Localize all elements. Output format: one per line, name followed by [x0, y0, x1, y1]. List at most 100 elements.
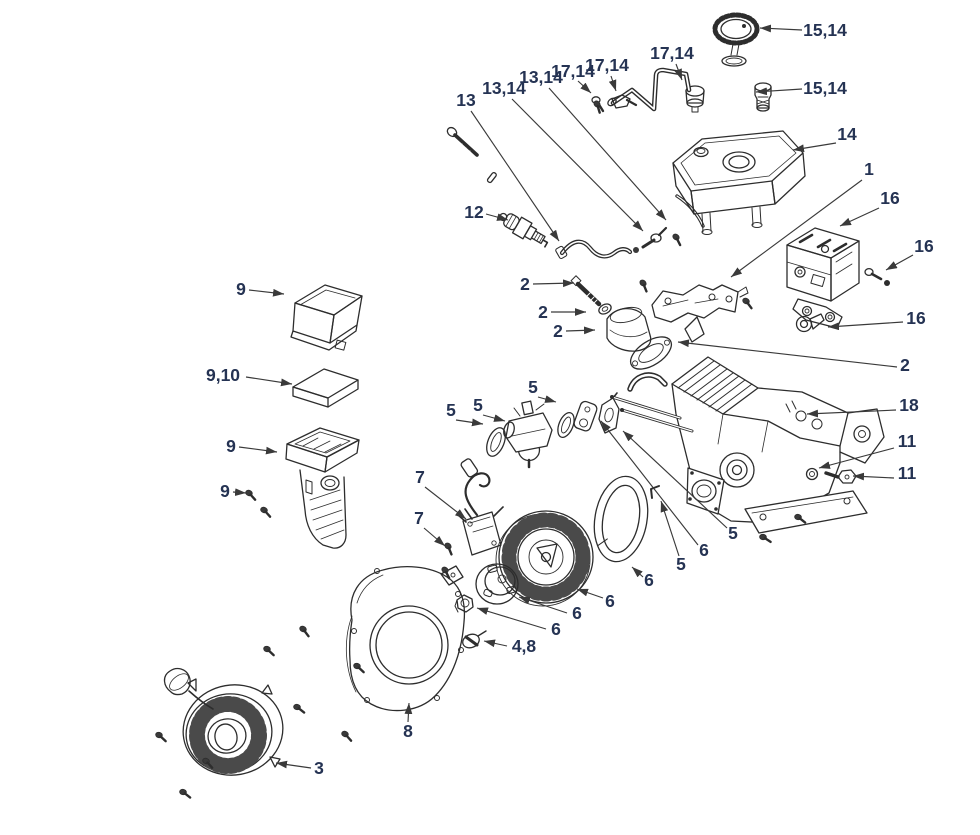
part-number-label: 2 — [538, 302, 548, 322]
fuel-pipe — [607, 67, 705, 228]
line-art-layer — [153, 12, 890, 799]
part-number-label: 6 — [551, 619, 561, 639]
callout-2: 2 — [677, 339, 910, 375]
governor-pin — [650, 485, 660, 499]
part-number-label: 5 — [473, 395, 483, 415]
callout-2: 2 — [538, 302, 586, 322]
leader-line — [852, 472, 895, 481]
hose-clamp — [633, 247, 639, 253]
leader-line — [404, 702, 413, 723]
part-number-label: 2 — [553, 321, 563, 341]
screw — [243, 488, 259, 501]
leader-line — [885, 254, 914, 271]
screw — [153, 730, 169, 743]
carburetor-spacer — [573, 400, 598, 432]
part-number-label: 4,8 — [512, 636, 537, 656]
callout-13-14: 13,14 — [482, 78, 644, 232]
pin — [486, 171, 497, 184]
callout-15-14: 15,14 — [759, 20, 847, 40]
callout-14: 14 — [792, 124, 857, 153]
part-number-label: 16 — [906, 308, 926, 328]
part-number-label: 11 — [898, 431, 917, 451]
starter-handle — [163, 667, 191, 696]
leader-line — [792, 142, 837, 153]
terminal-eyelet — [795, 313, 825, 333]
callout-11: 11 — [852, 463, 917, 483]
callout-5: 5 — [446, 400, 484, 427]
callout-6: 6 — [476, 607, 561, 639]
callout-6: 6 — [576, 588, 615, 611]
part-number-label: 7 — [414, 508, 424, 528]
fuel-filter — [754, 82, 772, 112]
callout-9: 9 — [226, 436, 278, 456]
callout-13: 13 — [456, 90, 560, 242]
housing-clip — [462, 630, 487, 649]
callout-2: 2 — [553, 321, 596, 341]
screw — [758, 532, 773, 544]
leader-line — [755, 87, 803, 96]
callout-2: 2 — [520, 274, 575, 294]
leader-line — [827, 321, 904, 331]
callouts-layer: 15,1417,1415,1414116161621313,1413,1417,… — [206, 20, 934, 778]
leader-line — [674, 63, 683, 81]
fuel-hose — [555, 226, 668, 260]
callout-16: 16 — [839, 188, 900, 227]
air-cleaner-cover — [290, 284, 363, 351]
leader-line — [660, 500, 680, 557]
screw — [441, 540, 458, 556]
callout-17-14: 17,14 — [650, 43, 694, 81]
part-number-label: 5 — [676, 554, 686, 574]
part-number-label: 16 — [880, 188, 900, 208]
callout-9-10: 9,10 — [206, 365, 293, 387]
leader-line — [565, 326, 596, 335]
leader-line — [839, 207, 880, 227]
screw — [258, 505, 274, 518]
part-number-label: 15,14 — [803, 78, 847, 98]
leader-line — [455, 418, 484, 427]
screw — [739, 295, 756, 310]
part-number-label: 17,14 — [650, 43, 694, 63]
part-number-label: 6 — [699, 540, 709, 560]
carburetor-gasket-2 — [557, 412, 575, 438]
callout-7: 7 — [415, 467, 467, 520]
leader-line — [548, 87, 667, 221]
screw — [291, 702, 307, 714]
callout-17-14: 17,14 — [551, 61, 595, 94]
part-number-label: 12 — [464, 202, 484, 222]
ignition-coil — [456, 458, 504, 556]
screw — [351, 661, 367, 674]
leader-line — [245, 376, 293, 387]
leader-line — [248, 288, 285, 297]
leader-line — [730, 179, 863, 278]
callout-8: 8 — [403, 702, 413, 741]
screw — [261, 644, 277, 657]
part-number-label: 18 — [899, 395, 919, 415]
part-number-label: 13 — [456, 90, 476, 110]
screw — [669, 231, 686, 247]
screw — [636, 277, 653, 293]
part-number-label: 17,14 — [551, 61, 595, 81]
callout-6: 6 — [518, 596, 582, 623]
callout-7: 7 — [414, 508, 446, 547]
leader-line — [424, 486, 467, 520]
control-box-screw — [864, 267, 890, 286]
callout-16: 16 — [885, 236, 934, 271]
flywheel-fan — [495, 510, 594, 607]
leader-line — [423, 527, 446, 547]
air-cleaner-base — [285, 427, 360, 549]
carburetor-gasket — [486, 427, 506, 457]
engine-washer — [805, 467, 819, 481]
intake-washer — [598, 303, 612, 315]
leader-line — [511, 98, 644, 232]
callout-12: 12 — [464, 202, 509, 222]
leader-line — [759, 24, 803, 33]
air-filter-element — [292, 368, 359, 408]
intake-stud — [570, 275, 602, 307]
leader-line — [622, 430, 728, 529]
callout-11: 11 — [818, 431, 917, 469]
screw — [339, 729, 355, 742]
spark-plug — [499, 212, 549, 248]
starter-pulley — [593, 475, 649, 563]
